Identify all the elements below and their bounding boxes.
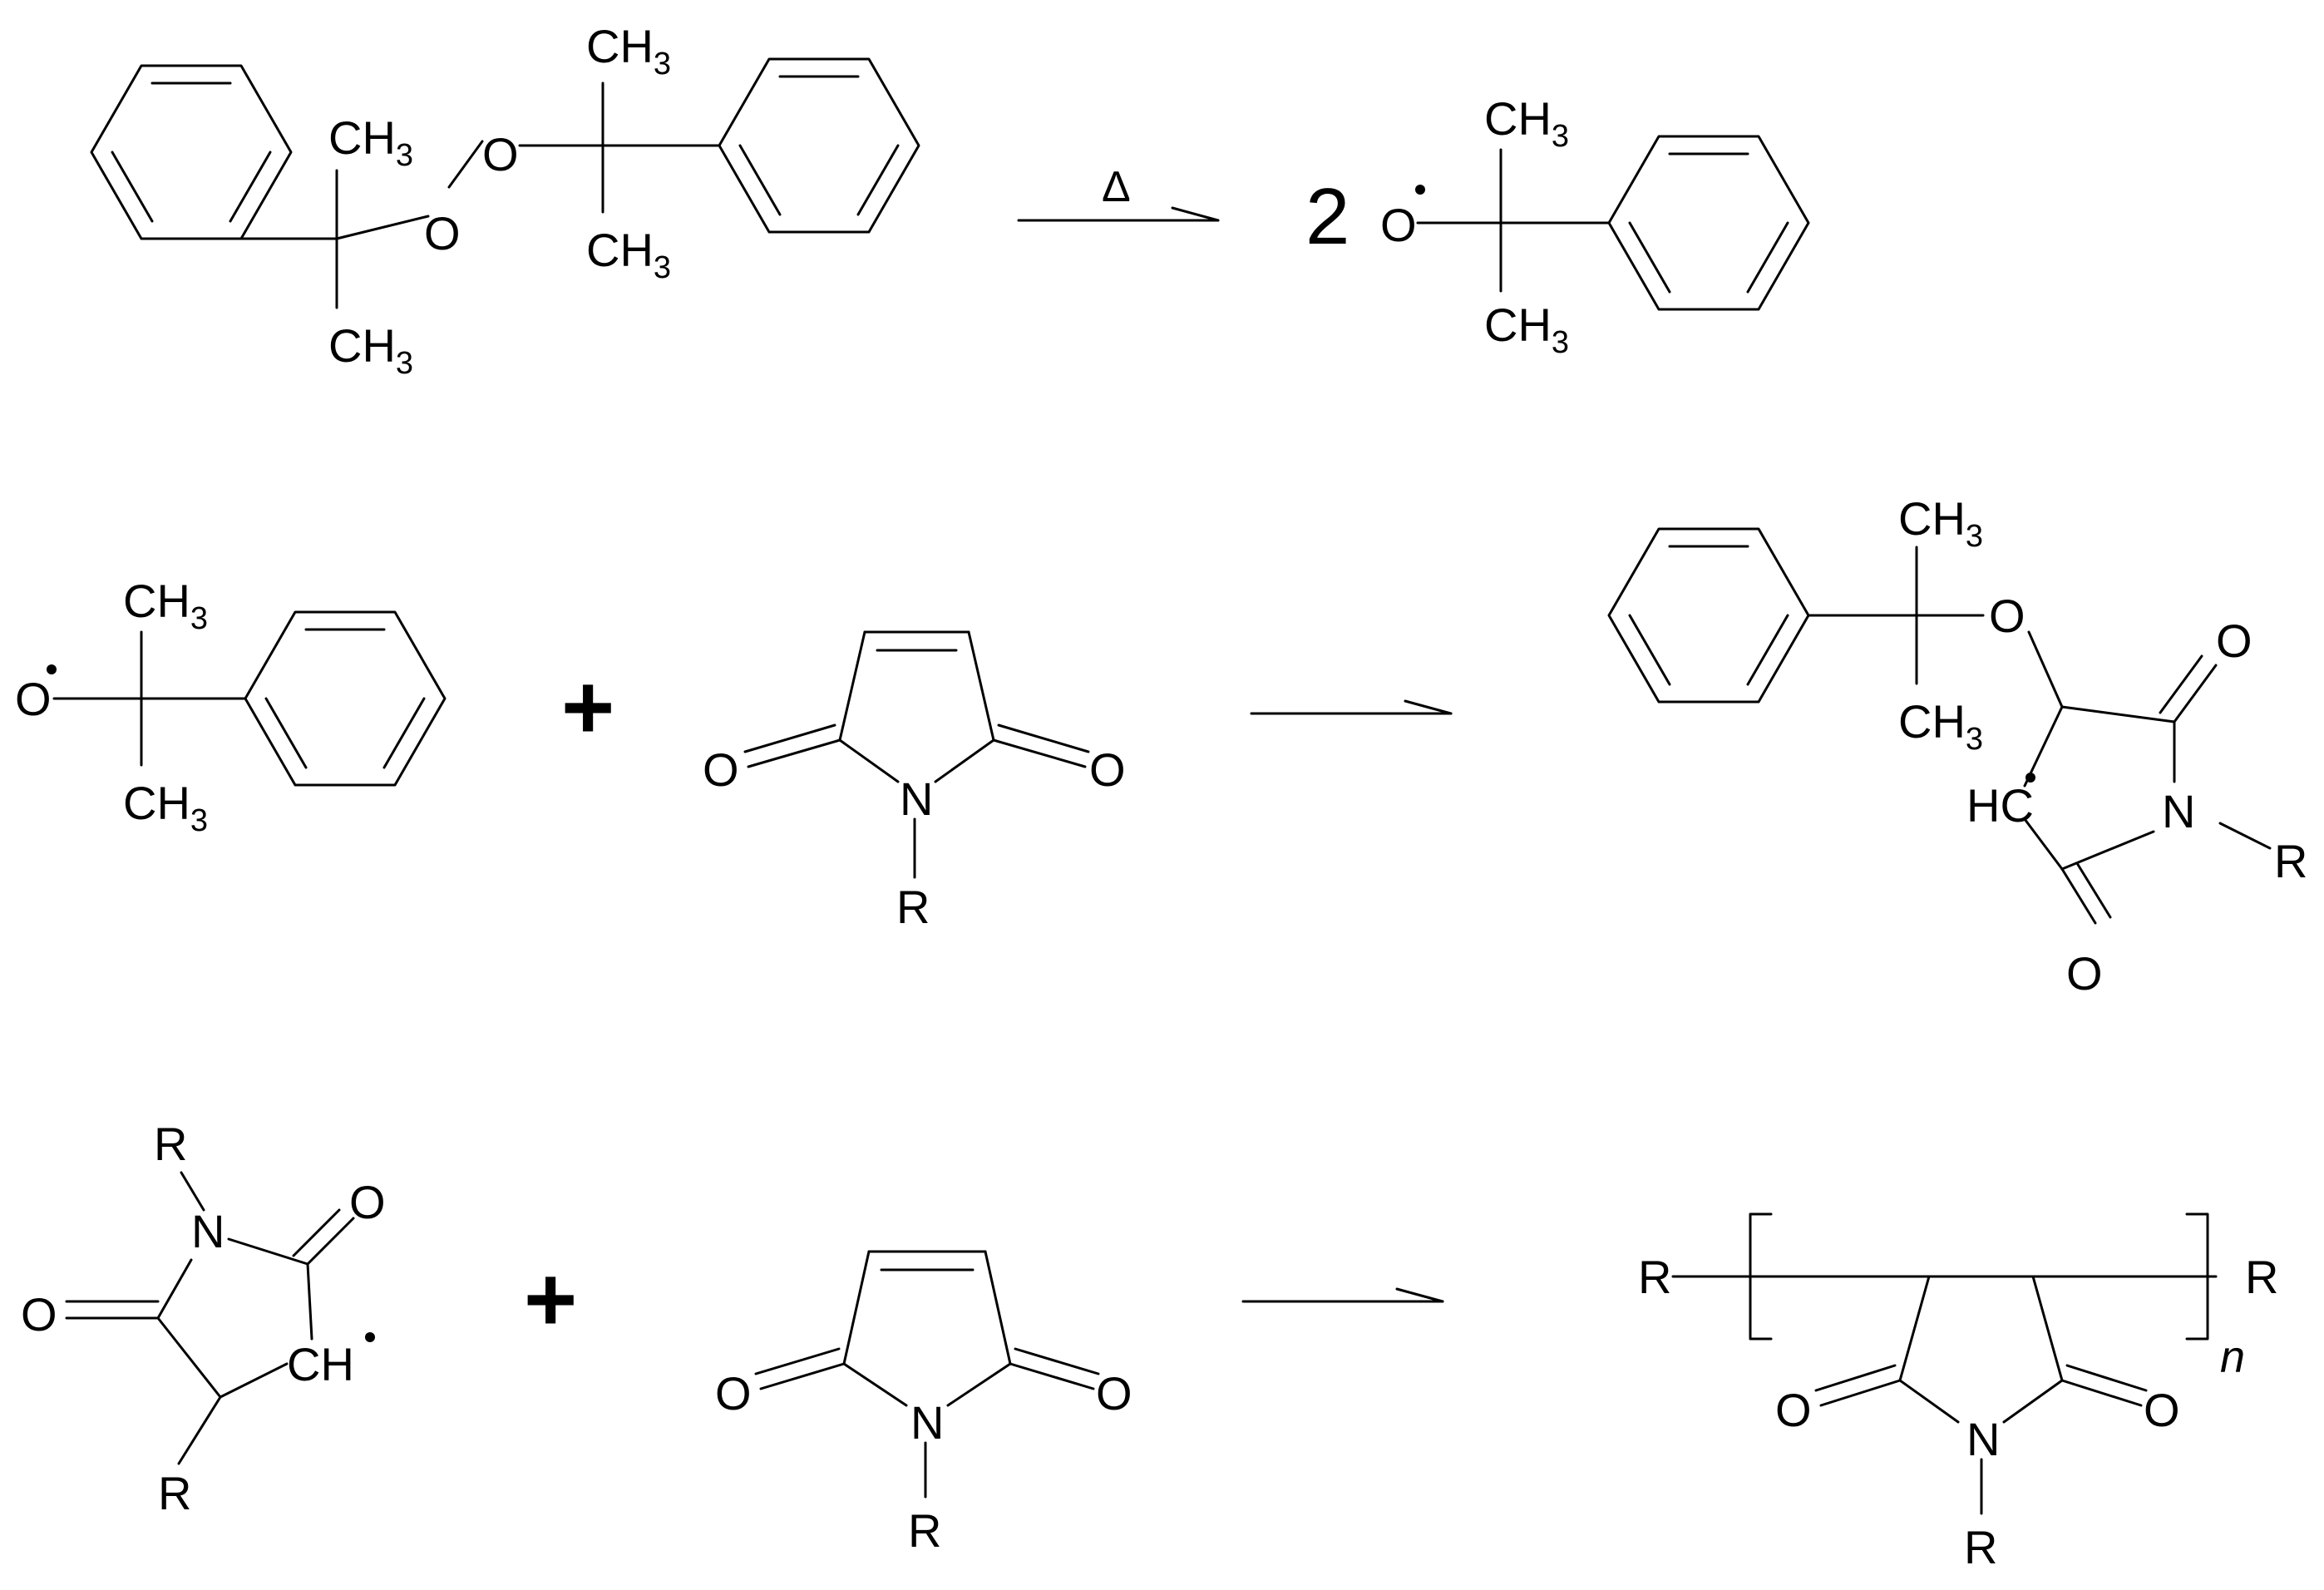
reaction-arrow: Δ bbox=[1017, 163, 1220, 222]
ch3-label: CH3 bbox=[123, 575, 208, 636]
oxygen-label: O bbox=[1775, 1384, 1812, 1436]
stoichiometric-coefficient: 2 bbox=[1305, 172, 1349, 261]
bracket-right bbox=[2185, 1212, 2209, 1341]
oxygen-label: O bbox=[703, 743, 739, 796]
r-group-label: R bbox=[154, 1118, 187, 1170]
ch3-label: CH3 bbox=[1898, 492, 1983, 554]
nitrogen-label: N bbox=[2162, 785, 2195, 837]
nitrogen-label: N bbox=[191, 1205, 225, 1257]
oxygen-label: O bbox=[15, 673, 52, 725]
nitrogen-label: N bbox=[1966, 1413, 2000, 1465]
succinimidyl-radical: R N O CH O R bbox=[21, 1118, 386, 1519]
nitrogen-label: N bbox=[900, 773, 933, 825]
reaction-arrow bbox=[1241, 1287, 1444, 1303]
maleimide: O O N R bbox=[703, 630, 1126, 933]
hc-label: HC bbox=[1966, 779, 2034, 832]
benzene-ring-left bbox=[90, 64, 293, 240]
benzene-ring bbox=[1607, 527, 1810, 704]
benzene-ring bbox=[244, 610, 447, 787]
radical-dot bbox=[47, 664, 57, 674]
ch3-label: CH3 bbox=[328, 111, 413, 173]
oxygen-label: O bbox=[715, 1367, 752, 1420]
oxygen-label: O bbox=[482, 128, 519, 180]
r-group-label: R bbox=[2274, 835, 2307, 887]
oxygen-label: O bbox=[21, 1288, 57, 1341]
oxygen-label: O bbox=[1989, 590, 2025, 642]
radical-dot bbox=[365, 1332, 375, 1342]
oxygen-label: O bbox=[1089, 743, 1126, 796]
heat-condition: Δ bbox=[1102, 163, 1131, 211]
oxygen-label: O bbox=[2066, 947, 2103, 1000]
ch-label: CH bbox=[287, 1338, 354, 1390]
oxygen-label: O bbox=[2216, 615, 2252, 667]
plus-sign: + bbox=[524, 1248, 577, 1351]
ch3-label: CH3 bbox=[1484, 299, 1569, 360]
ch3-label: CH3 bbox=[328, 319, 413, 381]
ch3-label: CH3 bbox=[586, 224, 671, 285]
r-group-label: R bbox=[896, 881, 930, 933]
plus-sign: + bbox=[561, 656, 614, 758]
reaction-arrow bbox=[1250, 699, 1453, 715]
maleimide: O O N R bbox=[715, 1250, 1132, 1557]
radical-dot bbox=[2025, 773, 2035, 783]
ch3-label: CH3 bbox=[586, 20, 671, 81]
ch3-label: CH3 bbox=[123, 777, 208, 838]
ch3-label: CH3 bbox=[1484, 92, 1569, 154]
oxygen-label: O bbox=[2144, 1384, 2180, 1436]
ch3-label: CH3 bbox=[1898, 695, 1983, 757]
dicumyl-peroxide: CH3 CH3 O O CH3 CH3 bbox=[90, 20, 920, 381]
adduct-radical-product: CH3 CH3 O O HC N R O bbox=[1607, 492, 2307, 1000]
oxygen-label: O bbox=[1380, 199, 1417, 251]
oxygen-label: O bbox=[1096, 1367, 1132, 1420]
radical-dot bbox=[1415, 185, 1425, 195]
repeat-subscript: n bbox=[2220, 1332, 2245, 1382]
nitrogen-label: N bbox=[910, 1396, 944, 1449]
cumyloxy-radical: O CH3 CH3 bbox=[15, 575, 447, 838]
r-group-label: R bbox=[908, 1504, 941, 1557]
bracket-left bbox=[1749, 1212, 1773, 1341]
r-group-label: R bbox=[158, 1467, 191, 1519]
r-group-label: R bbox=[2245, 1251, 2278, 1303]
oxygen-label: O bbox=[424, 207, 461, 259]
oxygen-label: O bbox=[349, 1176, 386, 1228]
benzene-ring bbox=[1607, 135, 1810, 311]
r-group-label: R bbox=[1964, 1521, 1997, 1573]
r-group-label: R bbox=[1638, 1251, 1671, 1303]
polymaleimide-product: R R n O O N R bbox=[1638, 1212, 2278, 1573]
cumyloxy-radical-product: 2 O CH3 CH3 bbox=[1305, 92, 1810, 360]
benzene-ring-right bbox=[718, 57, 920, 234]
